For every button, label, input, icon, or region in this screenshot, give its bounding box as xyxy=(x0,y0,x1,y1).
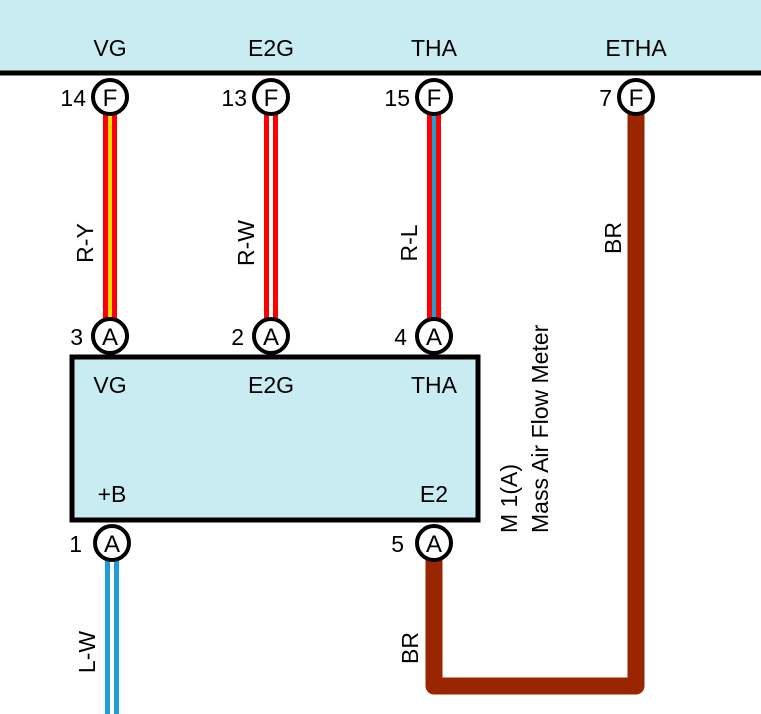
svg-text:F: F xyxy=(427,85,442,112)
svg-text:1: 1 xyxy=(69,531,82,557)
svg-text:A: A xyxy=(263,324,279,351)
component-signal-e2: E2 xyxy=(420,481,448,507)
svg-text:14: 14 xyxy=(60,85,86,111)
component-signal-vg: VG xyxy=(93,372,126,398)
svg-text:7: 7 xyxy=(599,85,612,111)
wire-label-br-lower: BR xyxy=(397,632,423,664)
wire-label-r-y: R-Y xyxy=(72,223,98,263)
component-pin-1: A 1 xyxy=(69,524,131,562)
svg-text:5: 5 xyxy=(391,531,404,557)
component-signal-e2g: E2G xyxy=(248,372,294,398)
svg-text:13: 13 xyxy=(221,85,247,111)
svg-text:2: 2 xyxy=(231,324,244,350)
wire-label-l-w: L-W xyxy=(74,631,100,673)
component-pin-3: A 3 xyxy=(70,317,129,355)
ecu-pin-7: F 7 xyxy=(599,78,655,116)
svg-text:A: A xyxy=(102,324,118,351)
component-signal-plus-b: +B xyxy=(98,481,127,507)
component-signal-tha: THA xyxy=(411,372,458,398)
wire-label-br-upper: BR xyxy=(600,222,626,254)
component-name: Mass Air Flow Meter xyxy=(527,324,553,533)
ecu-pin-14: F 14 xyxy=(60,78,129,116)
component-box xyxy=(69,354,481,523)
svg-text:A: A xyxy=(104,531,120,558)
svg-text:15: 15 xyxy=(384,85,410,111)
ecu-signal-tha: THA xyxy=(411,35,458,61)
wire-label-r-w: R-W xyxy=(233,220,259,266)
svg-text:A: A xyxy=(426,531,442,558)
component-id: M 1(A) xyxy=(496,464,522,533)
ecu-signal-etha: ETHA xyxy=(605,35,667,61)
ecu-connector-panel xyxy=(0,0,761,73)
svg-text:3: 3 xyxy=(70,324,83,350)
svg-text:4: 4 xyxy=(394,324,407,350)
svg-text:F: F xyxy=(264,85,279,112)
component-pin-5: A 5 xyxy=(391,524,453,562)
ecu-signal-e2g: E2G xyxy=(248,35,294,61)
component-pin-4: A 4 xyxy=(394,317,453,355)
component-pin-2: A 2 xyxy=(231,317,290,355)
svg-text:A: A xyxy=(426,324,442,351)
wire-br-ground xyxy=(425,101,645,695)
ecu-signal-vg: VG xyxy=(93,35,126,61)
ecu-pin-15: F 15 xyxy=(384,78,453,116)
svg-text:F: F xyxy=(103,85,118,112)
ecu-pin-13: F 13 xyxy=(221,78,290,116)
wire-label-r-l: R-L xyxy=(396,224,422,261)
svg-text:F: F xyxy=(629,85,644,112)
